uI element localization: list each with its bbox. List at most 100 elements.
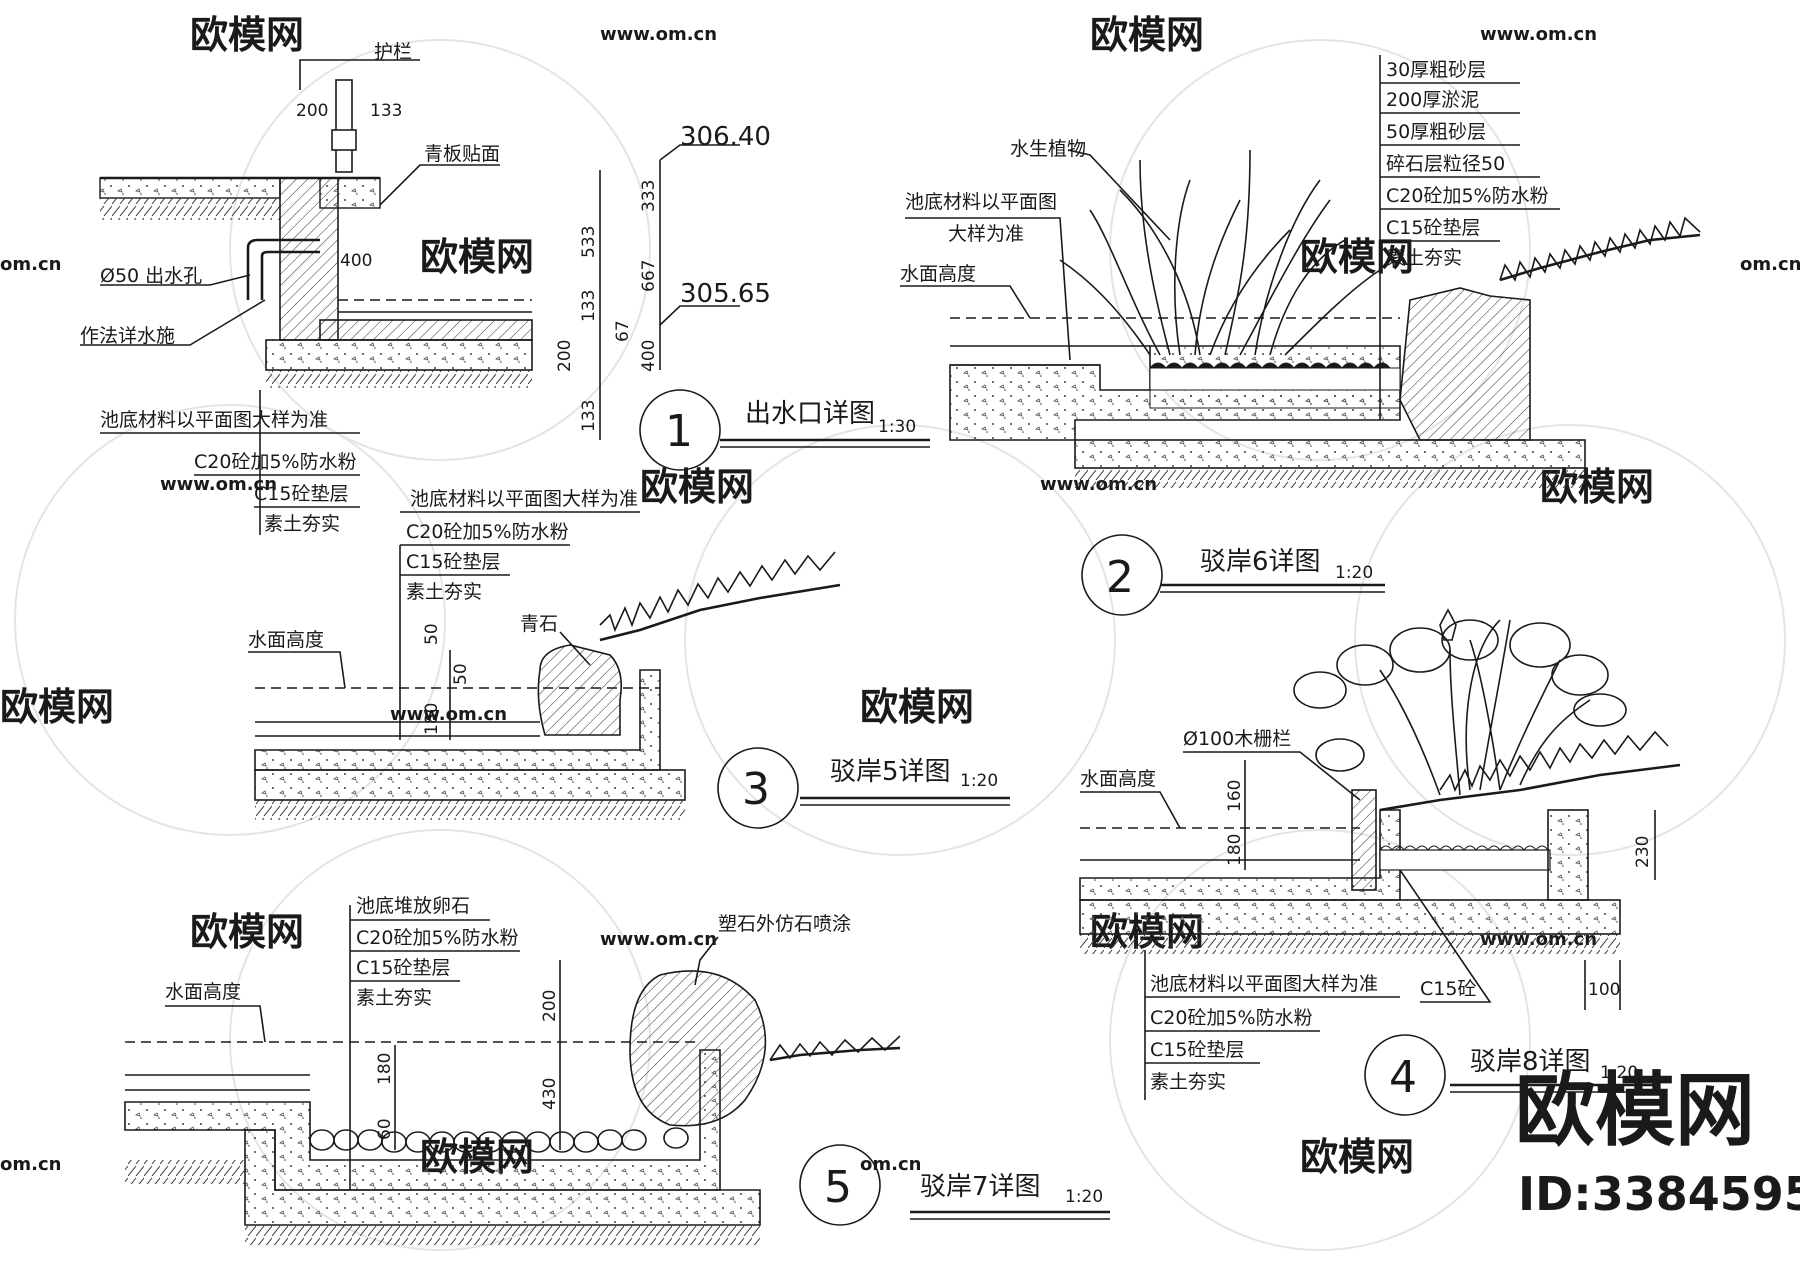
detail-number: 5 <box>824 1162 852 1213</box>
label-water-level: 水面高度 <box>1080 768 1156 790</box>
layer-note: C20砼加5%防水粉 <box>1386 185 1549 207</box>
dim-667: 667 <box>639 260 659 292</box>
detail-number-circle <box>1364 1034 1446 1116</box>
watermark-url-short: om.cn <box>0 1154 61 1175</box>
label-method: 作法详水施 <box>80 325 175 347</box>
detail-scale: 1:30 <box>878 417 916 437</box>
layer-note: 50厚粗砂层 <box>1386 121 1486 143</box>
watermark-url-short: om.cn <box>860 1154 921 1175</box>
dim-200: 200 <box>296 101 328 121</box>
lotus-plants <box>1293 608 1627 796</box>
layer-note: 碎石层粒径50 <box>1386 153 1505 175</box>
watermark-url: www.om.cn <box>1480 24 1597 45</box>
dim-430: 430 <box>540 1078 560 1110</box>
label-water-level: 水面高度 <box>900 263 976 285</box>
detail-title: 驳岸5详图 <box>830 757 951 787</box>
dim-333: 333 <box>639 180 659 212</box>
layer-note: C20砼加5%防水粉 <box>1150 1007 1313 1029</box>
layer-note: 池底堆放卵石 <box>356 895 470 917</box>
detail-scale: 1:20 <box>1065 1187 1103 1207</box>
layer-list: 30厚粗砂层 200厚淤泥 50厚粗砂层 碎石层粒径50 C20砼加5%防水粉 … <box>1380 59 1560 269</box>
watermark-brand: 欧模网 <box>0 685 114 729</box>
layer-note: 素土夯实 <box>1386 247 1462 269</box>
dim-180: 180 <box>375 1053 395 1085</box>
pebbles <box>309 1127 689 1153</box>
dim-400: 400 <box>340 251 372 271</box>
label-stone-face: 青板贴面 <box>424 143 500 165</box>
dim-200b: 200 <box>555 340 575 372</box>
layer-note: C20砼加5%防水粉 <box>356 927 519 949</box>
watermark-url: www.om.cn <box>600 24 717 45</box>
detail-title: 驳岸7详图 <box>920 1172 1041 1202</box>
layer-note: 200厚淤泥 <box>1386 89 1479 111</box>
dim-533: 533 <box>579 226 599 258</box>
dim-100: 100 <box>1588 980 1620 1000</box>
aquatic-plants <box>1059 149 1381 356</box>
layer-note: C15砼垫层 <box>406 551 500 573</box>
watermark-brand: 欧模网 <box>1090 13 1204 57</box>
dim-180: 180 <box>422 703 442 735</box>
detail-number: 4 <box>1389 1052 1417 1103</box>
elevation-306-40: 306.40 <box>680 122 771 152</box>
dim-133c: 133 <box>579 400 599 432</box>
label-aquatic-plant: 水生植物 <box>1010 138 1086 160</box>
label-bottom-note: 池底材料以平面图 <box>905 191 1057 213</box>
detail-title: 驳岸8详图 <box>1470 1047 1591 1077</box>
layer-note: C15砼垫层 <box>254 483 348 505</box>
detail-scale: 1:20 <box>1600 1063 1638 1083</box>
dim-133: 133 <box>370 101 402 121</box>
watermark-url-short: om.cn <box>1740 254 1800 275</box>
detail-number-circle <box>717 747 799 829</box>
dim-200: 200 <box>540 990 560 1022</box>
layer-note: C15砼垫层 <box>356 957 450 979</box>
detail-scale: 1:20 <box>1335 563 1373 583</box>
detail-title: 驳岸6详图 <box>1200 547 1321 577</box>
layer-note: 素土夯实 <box>406 581 482 603</box>
detail-2-revetment-6: 水生植物 池底材料以平面图 大样为准 水面高度 30厚粗砂层 200厚淤泥 50… <box>900 55 1701 616</box>
watermark-brand: 欧模网 <box>1300 1135 1414 1179</box>
dim-60: 60 <box>375 1118 395 1140</box>
layer-note: C20砼加5%防水粉 <box>406 521 569 543</box>
label-railing: 护栏 <box>374 41 412 63</box>
watermark-brand: 欧模网 <box>640 465 754 509</box>
dim-230: 230 <box>1633 836 1653 868</box>
watermark-url: www.om.cn <box>160 474 277 495</box>
layer-note: 素土夯实 <box>264 513 340 535</box>
detail-title: 出水口详图 <box>745 399 875 429</box>
watermark-url-short: om.cn <box>0 254 61 275</box>
watermark-url: www.om.cn <box>600 929 717 950</box>
layer-note: C20砼加5%防水粉 <box>194 451 357 473</box>
label-c15: C15砼 <box>1420 978 1476 1000</box>
label-post: Ø100木栅栏 <box>1183 728 1291 750</box>
dim-133b: 133 <box>579 290 599 322</box>
detail-number-circle <box>799 1144 881 1226</box>
label-water-level: 水面高度 <box>248 629 324 651</box>
detail-number: 2 <box>1106 552 1134 603</box>
detail-number: 1 <box>665 406 693 457</box>
detail-number-circle <box>1081 534 1163 616</box>
detail-4-revetment-8: Ø100木栅栏 水面高度 160 180 230 100 C15砼 池底材料以平… <box>1079 608 1681 1116</box>
brand-logo: 欧模网 ID:3384595 <box>1515 1064 1800 1221</box>
watermark-brand: 欧模网 <box>1300 235 1414 279</box>
layer-note: 30厚粗砂层 <box>1386 59 1486 81</box>
watermark-brand: 欧模网 <box>860 685 974 729</box>
layer-note: 池底材料以平面图大样为准 <box>100 409 328 431</box>
watermark-brand: 欧模网 <box>190 910 304 954</box>
dim-160: 160 <box>1225 780 1245 812</box>
detail-5-revetment-7: 塑石外仿石喷涂 水面高度 200 180 60 430 池底堆放卵石 C20砼加… <box>124 895 1110 1245</box>
layer-note: C15砼垫层 <box>1150 1039 1244 1061</box>
elevation-305-65: 305.65 <box>680 279 771 309</box>
detail-1-outlet: 护栏 青板贴面 Ø50 出水孔 作法详水施 200 133 400 333 53… <box>80 41 930 535</box>
layer-note: 素土夯实 <box>356 987 432 1009</box>
label-water-level: 水面高度 <box>165 981 241 1003</box>
detail-number-circle <box>639 389 721 471</box>
watermark-url: www.om.cn <box>390 704 507 725</box>
dim-67: 67 <box>613 320 633 342</box>
layer-note: 池底材料以平面图大样为准 <box>1150 973 1378 995</box>
detail-scale: 1:20 <box>960 771 998 791</box>
layer-note: 素土夯实 <box>1150 1071 1226 1093</box>
detail-number: 3 <box>742 764 770 815</box>
label-rock: 青石 <box>520 613 558 635</box>
dim-180: 180 <box>1225 834 1245 866</box>
